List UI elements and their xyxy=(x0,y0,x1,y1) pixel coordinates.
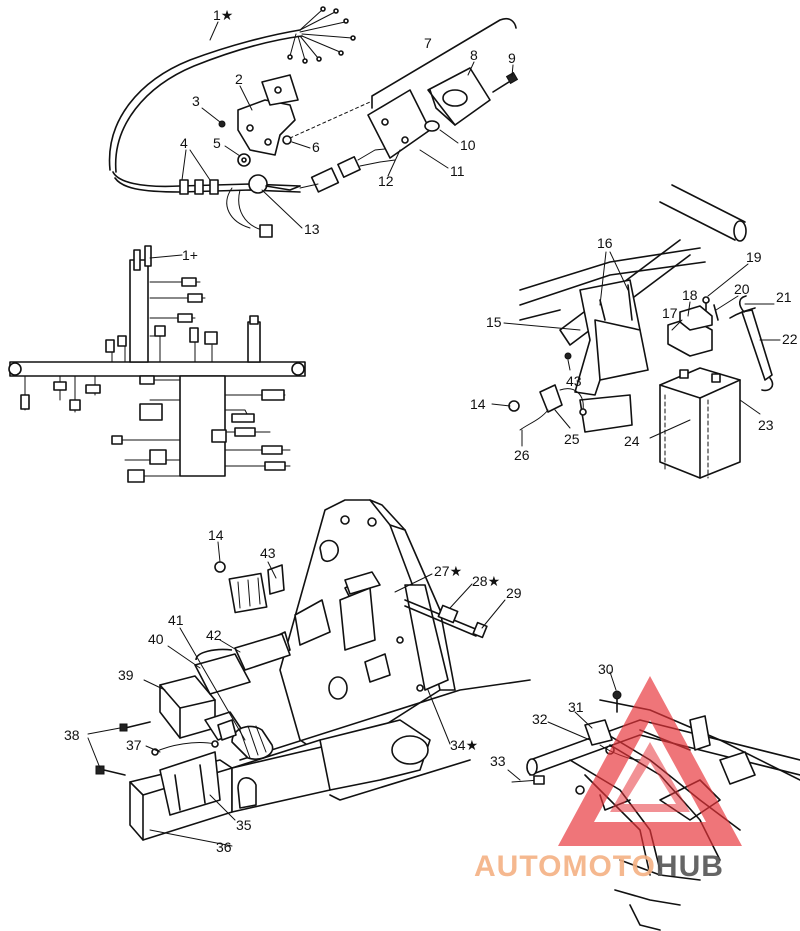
callout-15: 15 xyxy=(486,314,502,330)
callout-14-bottom: 14 xyxy=(208,527,224,543)
callout-7: 7 xyxy=(424,35,432,51)
callout-33: 33 xyxy=(490,753,506,769)
electrical-boxes xyxy=(95,561,381,776)
callout-43-bottom: 43 xyxy=(260,545,276,561)
callout-39: 39 xyxy=(118,667,134,683)
callout-21: 21 xyxy=(776,289,792,305)
callout-40: 40 xyxy=(148,631,164,647)
wiring-harness-1 xyxy=(108,6,356,238)
callout-14: 14 xyxy=(470,396,486,412)
callout-2: 2 xyxy=(235,71,243,87)
tail-light xyxy=(367,67,519,159)
callout-19: 19 xyxy=(746,249,762,265)
callout-18: 18 xyxy=(682,287,698,303)
callout-16: 16 xyxy=(597,235,613,251)
callout-28: 28★ xyxy=(472,573,500,589)
callout-9: 9 xyxy=(508,50,516,66)
watermark-text: AUTOMOTOHUB xyxy=(474,850,724,883)
callout-27: 27★ xyxy=(434,563,462,579)
callout-3: 3 xyxy=(192,93,200,109)
connector-assembly xyxy=(299,147,396,193)
callout-24: 24 xyxy=(624,433,640,449)
callout-43-top: 43 xyxy=(566,373,582,389)
callout-10: 10 xyxy=(460,137,476,153)
callout-20: 20 xyxy=(734,281,750,297)
callout-8: 8 xyxy=(470,47,478,63)
callout-29: 29 xyxy=(506,585,522,601)
callout-bracket-7 xyxy=(371,17,517,109)
callout-34: 34★ xyxy=(450,737,478,753)
callout-22: 22 xyxy=(782,331,798,347)
harness-schematic xyxy=(8,245,306,483)
bracket-2 xyxy=(237,74,299,156)
callout-31: 31 xyxy=(568,699,584,715)
callout-23: 23 xyxy=(758,417,774,433)
callout-1: 1★ xyxy=(213,7,233,23)
callout-1-plus: 1+ xyxy=(182,247,198,263)
callout-12: 12 xyxy=(378,173,394,189)
callout-41: 41 xyxy=(168,612,184,628)
callout-32: 32 xyxy=(532,711,548,727)
callout-5: 5 xyxy=(213,135,221,151)
callout-4: 4 xyxy=(180,135,188,151)
callout-37: 37 xyxy=(126,737,142,753)
callout-30: 30 xyxy=(598,661,614,677)
watermark-triangle xyxy=(558,676,742,846)
callout-labels: 1★ 1+ 2 3 4 5 6 7 8 9 10 11 12 13 14 15 … xyxy=(64,7,798,855)
callout-11: 11 xyxy=(450,163,465,179)
callout-6: 6 xyxy=(312,139,320,155)
main-beam xyxy=(129,679,531,841)
watermark-inner-triangle xyxy=(610,742,690,812)
callout-13: 13 xyxy=(304,221,320,237)
callout-36: 36 xyxy=(216,839,232,855)
leader-lines xyxy=(87,21,781,847)
washer-6 xyxy=(282,135,292,145)
watermark-logo: AUTOMOTOHUB xyxy=(474,676,742,883)
callout-26: 26 xyxy=(514,447,530,463)
screw-3 xyxy=(218,120,226,128)
callout-38: 38 xyxy=(64,727,80,743)
frame-battery-area xyxy=(508,184,774,479)
callout-17: 17 xyxy=(662,305,678,321)
callout-25: 25 xyxy=(564,431,580,447)
callout-35: 35 xyxy=(236,817,252,833)
callout-42: 42 xyxy=(206,627,222,643)
